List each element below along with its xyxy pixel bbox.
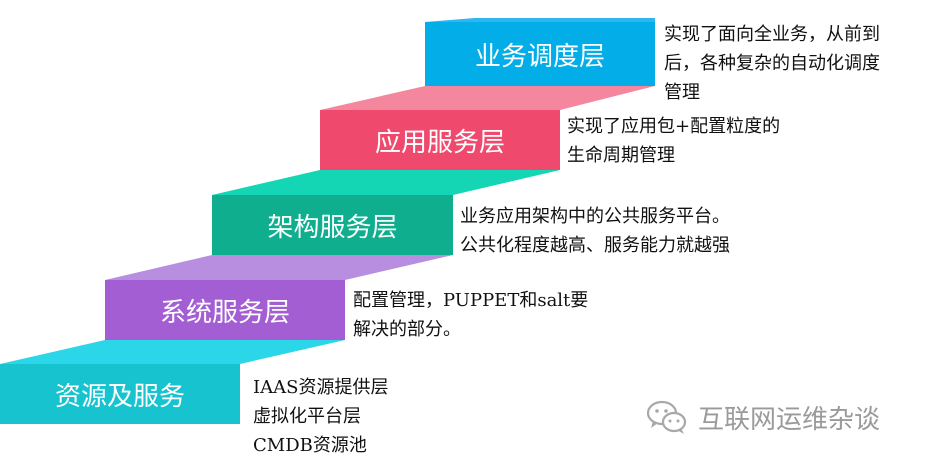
riser-step-2 <box>212 170 560 195</box>
watermark-text: 互联网运维杂谈 <box>698 404 881 435</box>
desc-business-scheduling: 实现了面向全业务，从前到 后，各种复杂的自动化调度 管理 <box>664 20 880 107</box>
riser-step-4 <box>0 340 345 364</box>
step-face-1 <box>425 22 655 86</box>
step-label-architecture-service: 架构服务层 <box>267 212 398 243</box>
step-label-resource-service: 资源及服务 <box>54 381 185 412</box>
desc-line: 生命周期管理 <box>567 145 675 166</box>
step-label-application-service: 应用服务层 <box>374 127 505 158</box>
riser-step-1 <box>320 86 655 110</box>
watermark: 互联网运维杂谈 <box>646 398 880 436</box>
desc-line: CMDB资源池 <box>253 435 367 456</box>
desc-line: 虚拟化平台层 <box>253 406 361 427</box>
desc-line: 实现了面向全业务，从前到 <box>664 24 880 45</box>
desc-line: 业务应用架构中的公共服务平台。 <box>460 206 730 227</box>
step-face-5 <box>0 364 240 424</box>
desc-system-service: 配置管理，PUPPET和salt要 解决的部分。 <box>353 286 588 344</box>
riser-step-3 <box>105 255 453 280</box>
step-face-4 <box>105 280 345 340</box>
desc-line: 实现了应用包+配置粒度的 <box>567 116 781 137</box>
desc-line: 公共化程度越高、服务能力就越强 <box>460 235 730 256</box>
step-face-3 <box>212 195 453 255</box>
desc-line: 后，各种复杂的自动化调度 <box>664 53 880 74</box>
desc-application-service: 实现了应用包+配置粒度的 生命周期管理 <box>567 112 780 170</box>
riser-top <box>425 18 655 22</box>
desc-line: 配置管理，PUPPET和salt要 <box>353 290 589 311</box>
step-label-business-scheduling: 业务调度层 <box>474 41 605 72</box>
desc-resource-service: IAAS资源提供层 虚拟化平台层 CMDB资源池 <box>253 373 388 460</box>
step-face-2 <box>320 110 560 170</box>
desc-line: IAAS资源提供层 <box>253 377 389 398</box>
wechat-icon <box>646 400 687 434</box>
step-label-system-service: 系统服务层 <box>159 297 290 328</box>
desc-architecture-service: 业务应用架构中的公共服务平台。 公共化程度越高、服务能力就越强 <box>460 202 730 260</box>
desc-line: 管理 <box>664 82 700 103</box>
desc-line: 解决的部分。 <box>353 319 461 340</box>
